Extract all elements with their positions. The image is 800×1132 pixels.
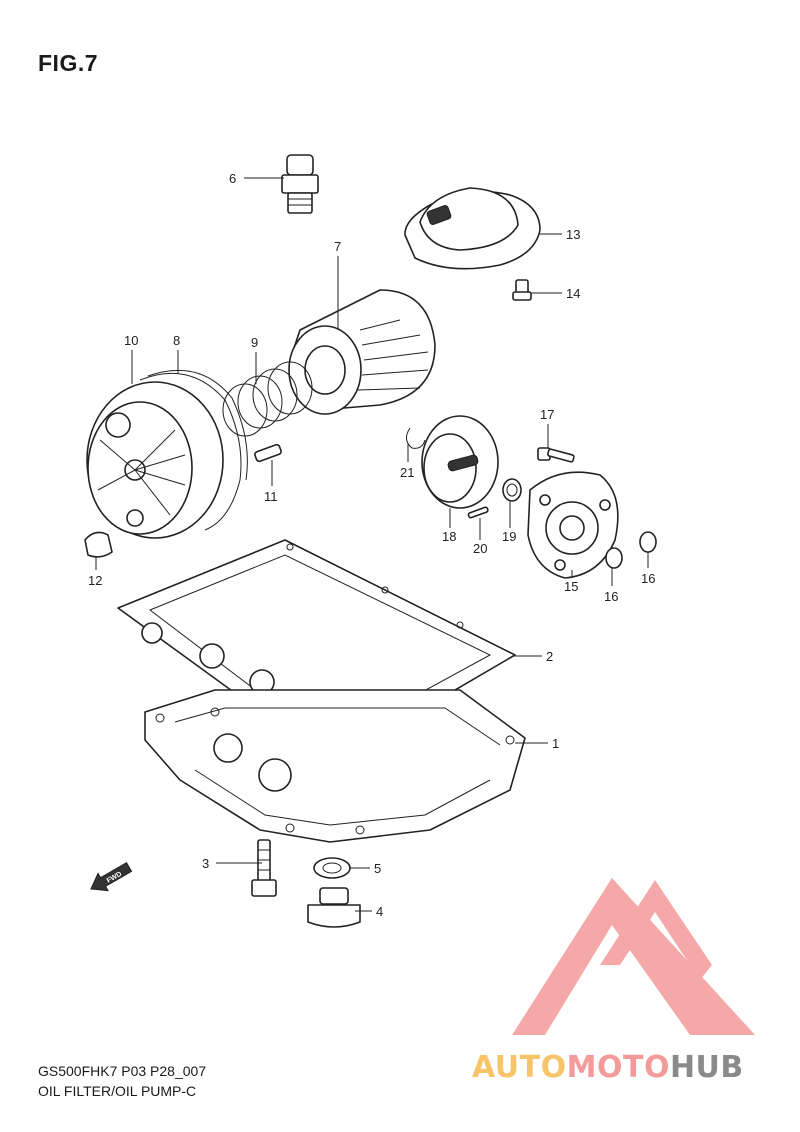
callout-21: 21 xyxy=(400,465,414,480)
callout-10: 10 xyxy=(124,333,138,348)
part-20-pin xyxy=(467,506,489,519)
callout-7: 7 xyxy=(334,239,341,254)
callout-14: 14 xyxy=(566,286,580,301)
callout-9: 9 xyxy=(251,335,258,350)
part-4-drain-plug xyxy=(307,887,361,928)
callout-18: 18 xyxy=(442,529,456,544)
part-12-cap xyxy=(84,531,113,558)
figure-title: FIG.7 xyxy=(38,50,99,76)
callout-19: 19 xyxy=(502,529,516,544)
part-9-spring xyxy=(222,361,313,437)
part-13-cover xyxy=(404,187,541,270)
watermark-brand: AUTOMOTOHUB xyxy=(472,1050,744,1085)
part-10-filter-cap xyxy=(86,381,224,539)
brand-auto: AUTO xyxy=(472,1050,567,1085)
callout-6: 6 xyxy=(229,171,236,186)
part-3-bolt xyxy=(251,839,277,897)
part-11-screw xyxy=(254,443,282,463)
callout-11: 11 xyxy=(264,489,278,504)
callout-3: 3 xyxy=(202,856,209,871)
callout-15: 15 xyxy=(564,579,578,594)
callout-17: 17 xyxy=(540,407,554,422)
part-19-washer xyxy=(502,478,522,502)
callout-8: 8 xyxy=(173,333,180,348)
forward-arrow-icon: FWD xyxy=(90,861,133,892)
part-1-oil-pan xyxy=(144,689,526,843)
part-16-oring xyxy=(605,531,657,569)
callout-16b: 16 xyxy=(641,571,655,586)
callout-12: 12 xyxy=(88,573,102,588)
part-8-gasket xyxy=(139,369,248,531)
part-5-washer xyxy=(313,857,351,879)
watermark-logo-icon xyxy=(512,878,755,1035)
part-21-circlip xyxy=(406,427,426,449)
callout-numbers: 1 2 3 4 5 6 7 8 9 10 11 12 13 14 15 16 1… xyxy=(88,171,655,919)
figure-code: GS500FHK7 P03 P28_007 xyxy=(38,1063,207,1079)
callout-13: 13 xyxy=(566,227,580,242)
callout-5: 5 xyxy=(374,861,381,876)
callout-20: 20 xyxy=(473,541,487,556)
part-18-gear xyxy=(421,415,499,509)
brand-hub: HUB xyxy=(669,1050,744,1085)
callout-4: 4 xyxy=(376,904,383,919)
part-7-oil-filter xyxy=(288,289,436,415)
part-14-bolt xyxy=(512,279,532,301)
part-15-oil-pump xyxy=(527,471,619,579)
brand-moto: MOTO xyxy=(566,1050,670,1085)
figure-name: OIL FILTER/OIL PUMP-C xyxy=(38,1083,197,1099)
callout-16a: 16 xyxy=(604,589,618,604)
leader-lines xyxy=(95,177,649,912)
part-17-bolt xyxy=(537,447,575,463)
part-6-plug xyxy=(281,154,319,214)
callout-2: 2 xyxy=(546,649,553,664)
callout-1: 1 xyxy=(552,736,559,751)
